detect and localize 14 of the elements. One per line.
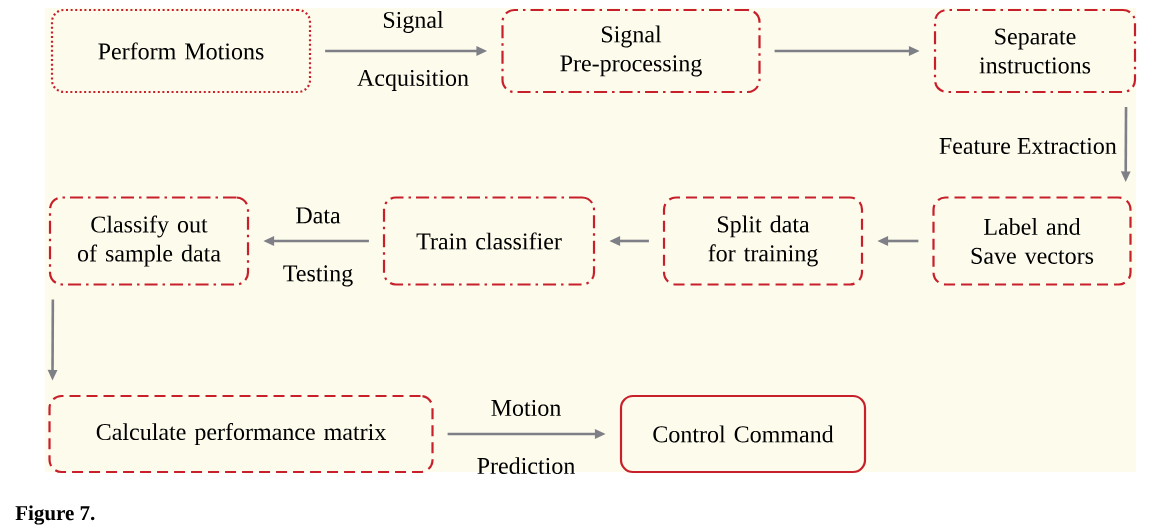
process-box: Label and Save vectors — [932, 196, 1132, 286]
process-box: Classify out of sample data — [48, 196, 250, 286]
process-box: Control Command — [619, 394, 867, 474]
process-box: Perform Motions — [50, 8, 312, 94]
edge-label: Signal Acquisition — [357, 11, 469, 91]
process-box: Signal Pre-processing — [501, 8, 761, 94]
process-box: Calculate performance matrix — [48, 394, 434, 474]
process-box: Separate instructions — [933, 8, 1137, 94]
caption: Figure 7. — [15, 505, 95, 525]
edge-label: Feature Extraction — [939, 137, 1117, 155]
process-box: Split data for training — [662, 196, 864, 286]
process-box: Train classifier — [382, 196, 596, 286]
edge-label: Motion Prediction — [477, 399, 575, 475]
edge-label: Data Testing — [283, 207, 353, 287]
